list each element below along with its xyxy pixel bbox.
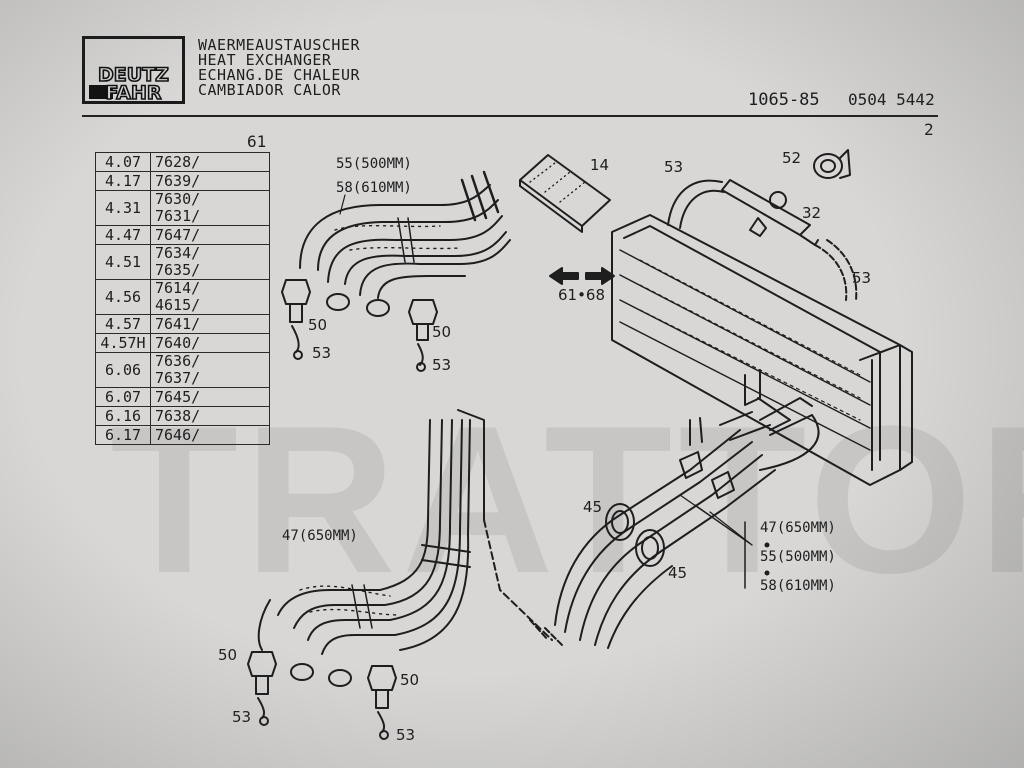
- model-cell: 6.06: [95, 352, 151, 388]
- code-line: 7639/: [155, 171, 201, 190]
- model-cell: 4.51: [95, 244, 151, 280]
- logo-line2: FAHR: [105, 81, 163, 105]
- code-line: 7628/: [155, 152, 201, 171]
- model-cell: 4.17: [95, 171, 151, 191]
- code-line: 7645/: [155, 387, 201, 406]
- title-en: HEAT EXCHANGER: [198, 51, 332, 69]
- model-cell: 6.16: [95, 406, 151, 426]
- title-fr: ECHANG.DE CHALEUR: [198, 66, 361, 84]
- code-line: 7646/: [155, 425, 201, 444]
- brand-logo: DEUTZ FAHR: [82, 36, 185, 105]
- label-52: 52: [782, 149, 801, 167]
- lower-hose-assembly: [247, 409, 553, 740]
- ref-right: 0504 5442: [848, 90, 935, 109]
- title-es: CAMBIADOR CALOR: [198, 81, 341, 99]
- label-14: 14: [590, 156, 609, 174]
- code-cell: 7647/: [150, 225, 270, 245]
- label-50-a: 50: [308, 316, 327, 334]
- code-line: 7647/: [155, 225, 201, 244]
- code-cell: 7614/4615/: [150, 279, 270, 315]
- label-47-650: 47(650MM): [282, 528, 358, 544]
- model-cell: 4.31: [95, 190, 151, 226]
- label-53-a: 53: [312, 344, 331, 362]
- callout-labels: 55(500MM) 58(610MM) 14 53 52 32 53 61•68…: [218, 149, 871, 744]
- model-cell: 4.07: [95, 152, 151, 172]
- code-cell: 7634/7635/: [150, 244, 270, 280]
- label-50-b: 50: [432, 323, 451, 341]
- ref-left: 1065-85: [748, 90, 820, 110]
- label-45-b: 45: [668, 564, 687, 582]
- code-cell: 7630/7631/: [150, 190, 270, 226]
- label-53-b: 53: [432, 356, 451, 374]
- label-45-a: 45: [583, 498, 602, 516]
- upper-hose-assembly: [281, 170, 511, 372]
- model-cell: 4.56: [95, 279, 151, 315]
- code-line: 7637/: [155, 369, 201, 387]
- model-cell: 4.57: [95, 314, 151, 334]
- model-cell: 4.47: [95, 225, 151, 245]
- logo-bar: [89, 85, 113, 99]
- foam-pad-14: [519, 154, 611, 233]
- heat-exchanger-core: [611, 214, 913, 486]
- label-61-68: 61•68: [558, 286, 605, 304]
- lower-right-hoses: [529, 397, 820, 649]
- label-50-d: 50: [400, 671, 419, 689]
- legend-58: 58(610MM): [760, 578, 836, 594]
- label-50-c: 50: [218, 646, 237, 664]
- code-line: 7635/: [155, 261, 201, 279]
- valve-assembly: [667, 149, 858, 301]
- label-53-d: 53: [396, 726, 415, 744]
- model-cell: 6.17: [95, 425, 151, 445]
- code-line: 4615/: [155, 296, 201, 314]
- label-53-right: 53: [852, 269, 871, 287]
- direction-arrows: [549, 267, 615, 285]
- code-line: 7630/: [155, 190, 201, 208]
- table-label: 61: [247, 132, 267, 151]
- label-32: 32: [802, 204, 821, 222]
- label-55-500: 55(500MM): [336, 156, 412, 172]
- header-rule: [82, 115, 938, 117]
- page-number: 2: [924, 120, 934, 139]
- code-line: 7638/: [155, 406, 201, 425]
- code-line: 7641/: [155, 314, 201, 333]
- model-cell: 4.57H: [95, 333, 151, 353]
- label-53-top: 53: [664, 158, 683, 176]
- legend-47: 47(650MM): [760, 520, 836, 536]
- code-line: 7631/: [155, 207, 201, 225]
- code-cell: 7646/: [150, 425, 270, 445]
- label-58-610: 58(610MM): [336, 180, 412, 196]
- legend-55: 55(500MM): [760, 549, 836, 565]
- logo-line1: DEUTZ: [97, 63, 170, 87]
- code-line: 7614/: [155, 279, 201, 297]
- code-line: 7634/: [155, 244, 201, 262]
- label-53-c: 53: [232, 708, 251, 726]
- code-line: 7640/: [155, 333, 201, 352]
- title-de: WAERMEAUSTAUSCHER: [198, 36, 361, 54]
- code-line: 7636/: [155, 352, 201, 370]
